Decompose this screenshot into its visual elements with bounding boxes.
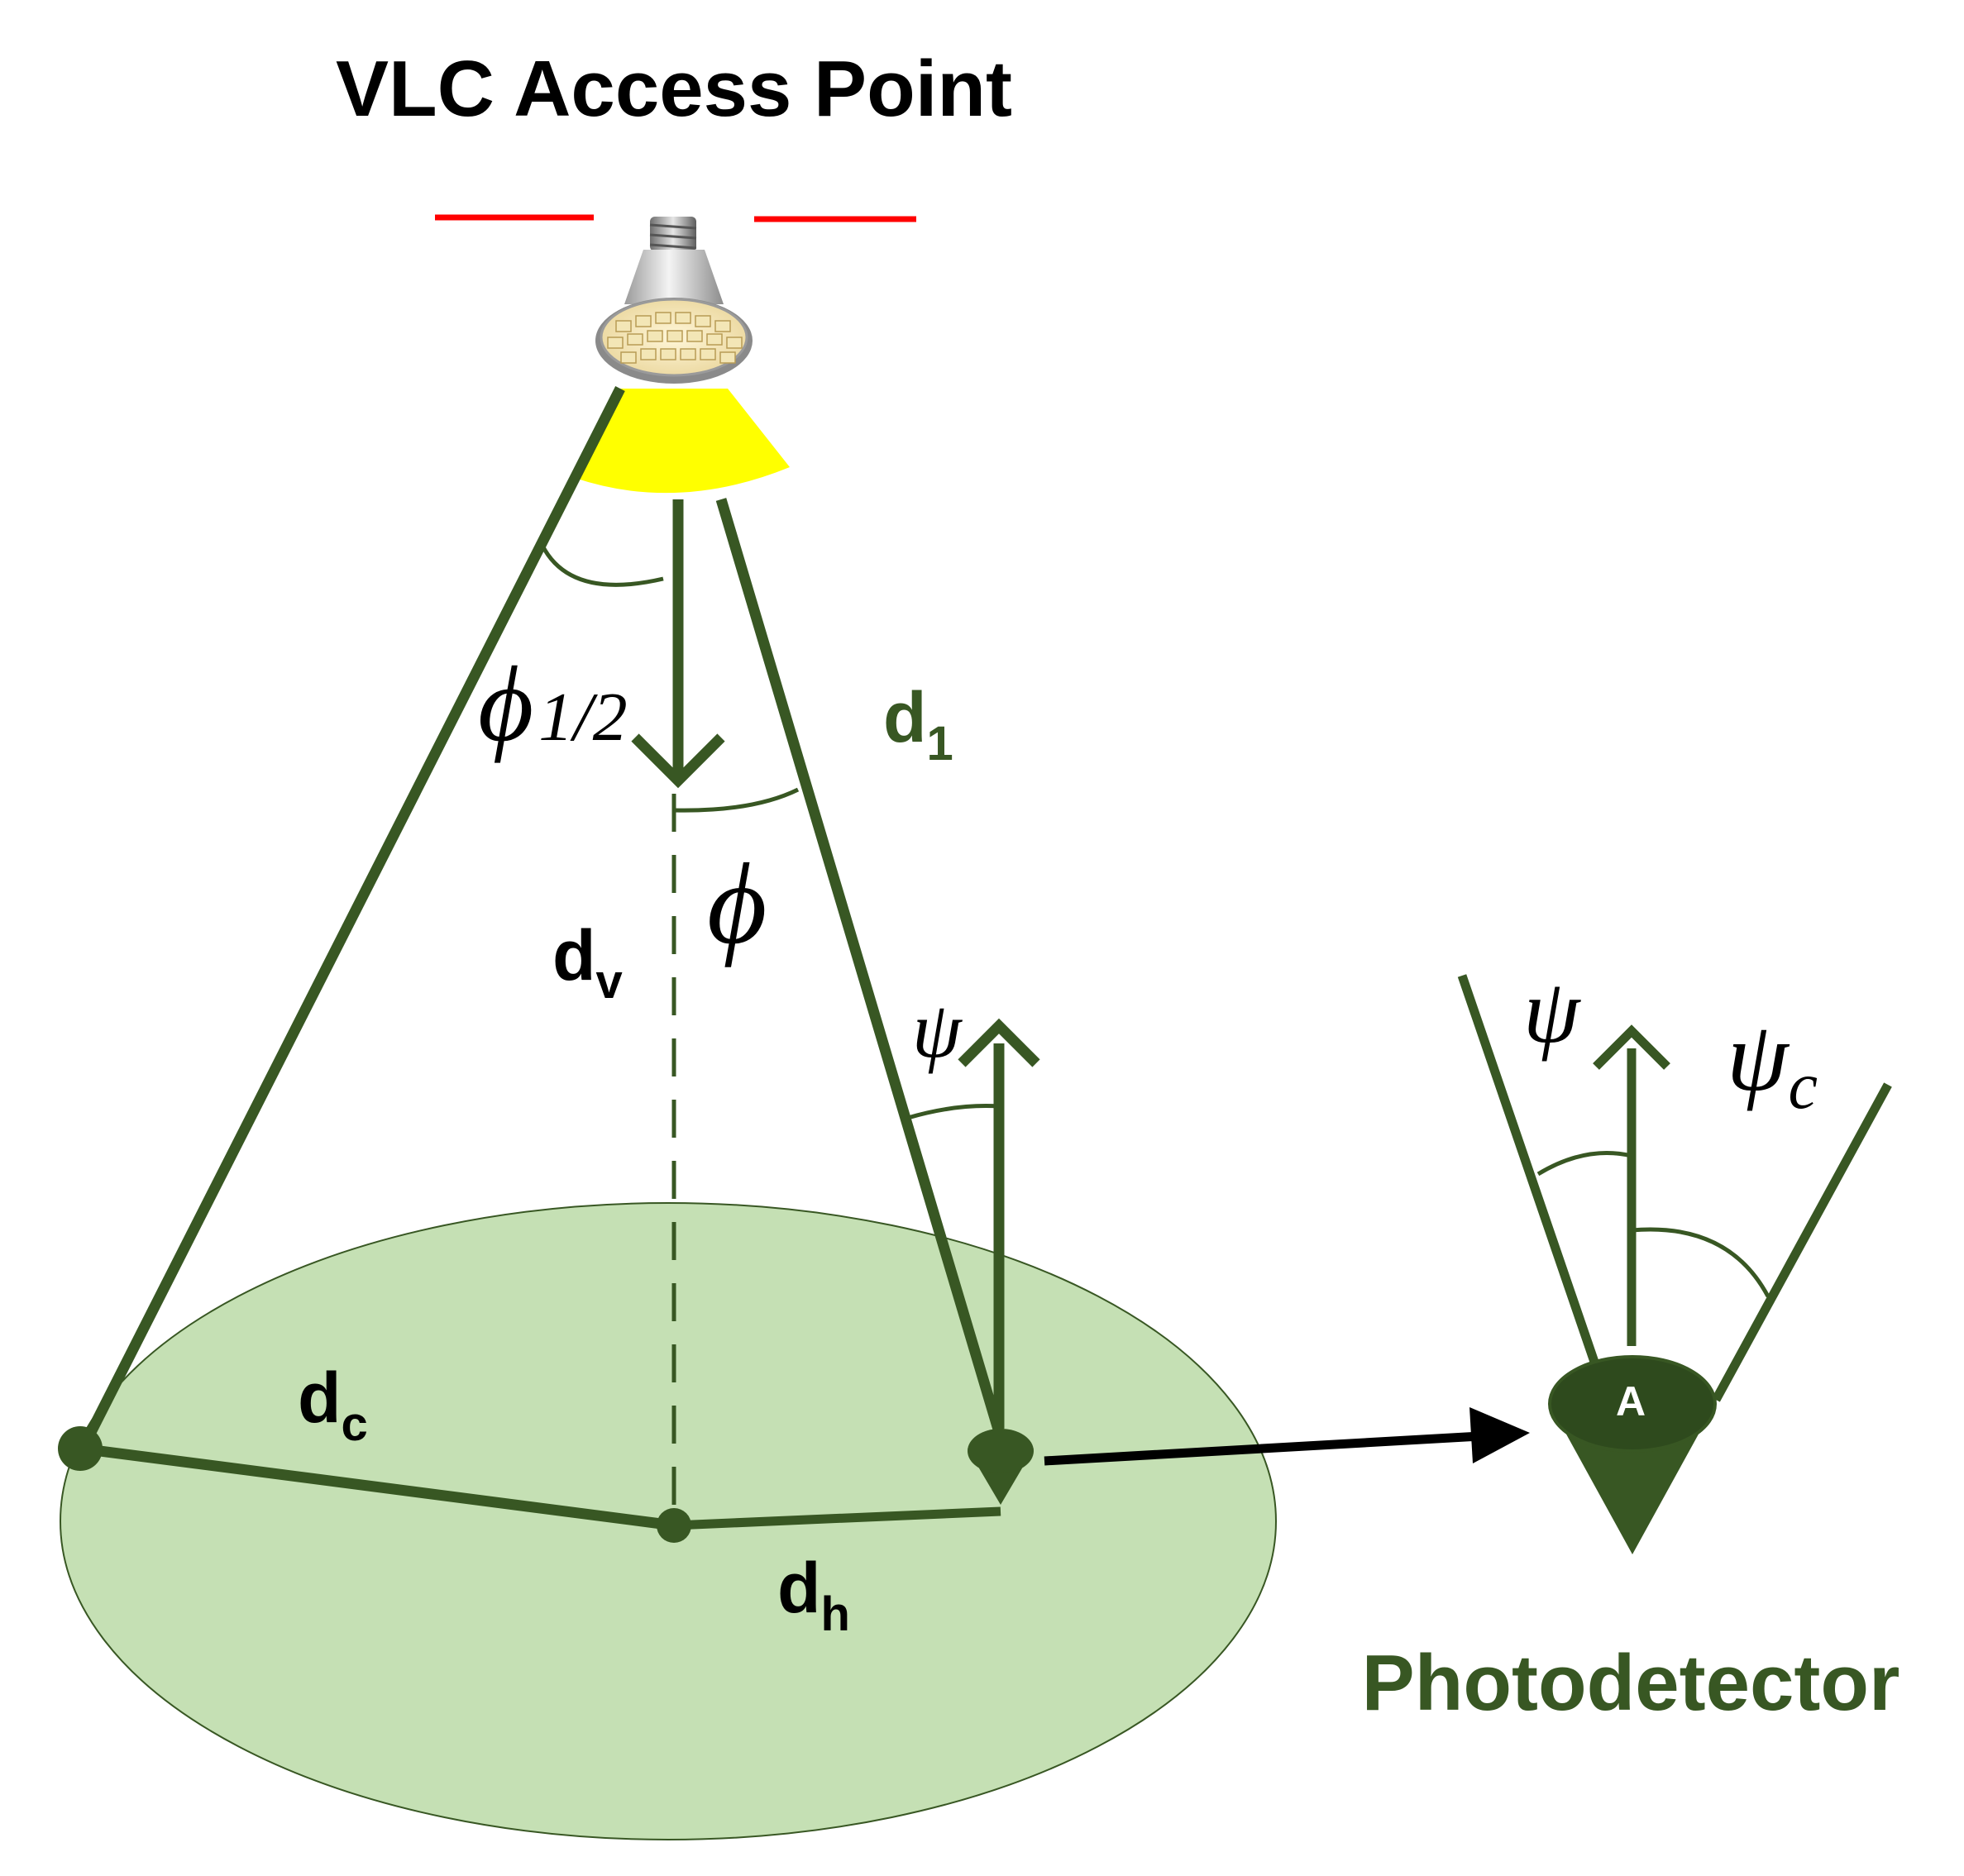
detector-psi-c-arc	[1631, 1227, 1770, 1298]
d1-line	[715, 498, 1005, 1434]
d1-label: d1	[883, 678, 953, 771]
psi-c-label: ψc	[1727, 1001, 1818, 1123]
dv-label: dv	[552, 916, 623, 1009]
dc-subscript: c	[342, 1397, 368, 1451]
photodetector-icon	[1548, 1355, 1717, 1554]
d1-main: d	[883, 678, 927, 757]
phi-half-subscript: 1/2	[538, 679, 627, 756]
axis-arrowhead	[631, 733, 725, 789]
photodetector-label: Photodetector	[1362, 1639, 1900, 1727]
zoom-arrow-shaft	[1044, 1431, 1481, 1466]
dh-line	[673, 1506, 1001, 1530]
detector-normal-arrowhead	[1593, 1024, 1670, 1070]
d1-subscript: 1	[927, 717, 953, 771]
dh-label: dh	[777, 1549, 850, 1641]
phi-half-label: ϕ1/2	[478, 645, 628, 764]
phi-label: ϕ	[707, 840, 767, 968]
detector-psi-arc	[1536, 1151, 1632, 1177]
cone-left-edge	[78, 386, 625, 1451]
receiver-normal-arrowhead	[958, 1018, 1040, 1067]
detector-symbol: A	[1616, 1378, 1646, 1425]
phi-half-symbol: ϕ	[478, 645, 533, 764]
dc-main: d	[298, 1358, 342, 1438]
psi-c-subscript: c	[1789, 1050, 1818, 1123]
dv-subscript: v	[596, 955, 623, 1009]
detector-psi-label: ψ	[1523, 961, 1581, 1062]
psi-c-main: ψ	[1727, 1001, 1790, 1111]
zoom-arrowhead	[1469, 1407, 1530, 1463]
phi-arc	[673, 787, 800, 813]
dc-label: dc	[298, 1358, 368, 1451]
center-point	[657, 1508, 691, 1543]
receiver-point-icon	[968, 1429, 1034, 1505]
led-bulb-icon	[595, 217, 753, 384]
dh-subscript: h	[821, 1587, 850, 1641]
phi-half-arc	[540, 544, 664, 587]
psi-label: ψ	[912, 986, 963, 1074]
light-beam	[575, 389, 790, 494]
detector-fov-edge	[1712, 1082, 1892, 1402]
title: VLC Access Point	[336, 45, 1012, 133]
edge-point	[58, 1426, 103, 1471]
dh-main: d	[777, 1549, 821, 1628]
dv-main: d	[552, 916, 596, 995]
psi-arc	[907, 1104, 1000, 1120]
dc-line	[80, 1443, 675, 1531]
detector-incident-ray	[1457, 974, 1601, 1368]
